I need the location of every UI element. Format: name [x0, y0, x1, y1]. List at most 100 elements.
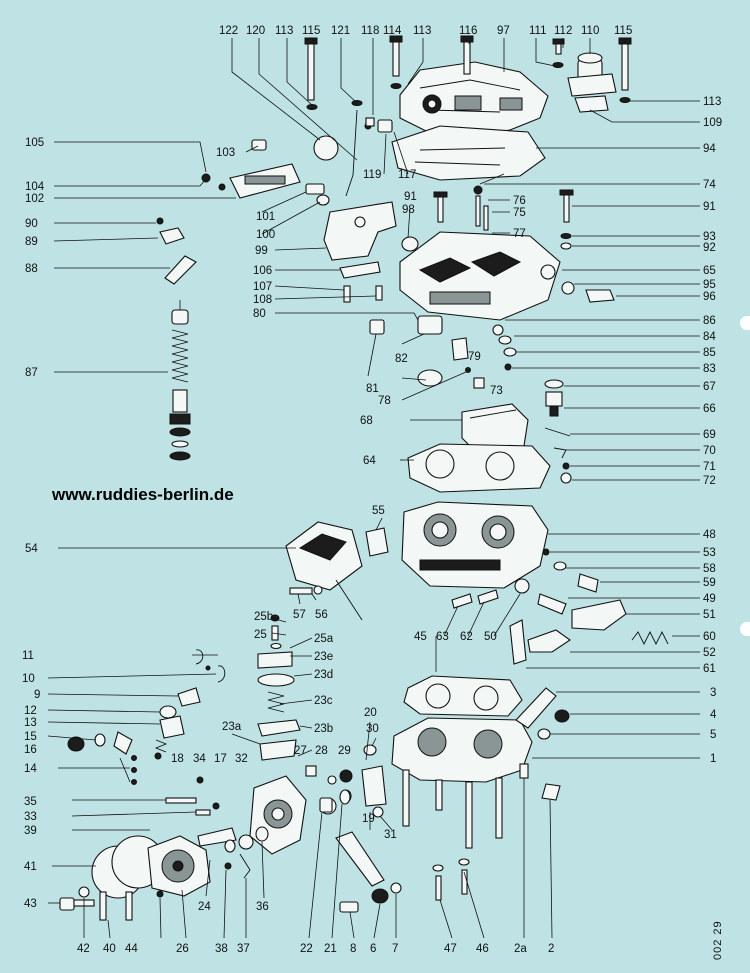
label-110: 110: [581, 25, 599, 37]
label-88: 88: [25, 263, 38, 275]
cap-120: [313, 135, 339, 161]
parts-9-12-13: [159, 687, 201, 739]
label-42: 42: [77, 943, 90, 955]
label-48: 48: [703, 529, 716, 541]
label-18: 18: [171, 753, 184, 765]
parts-49-53-58-59: [537, 548, 599, 615]
label-100: 100: [256, 229, 275, 241]
top-gasket-94: [391, 125, 546, 181]
label-22: 22: [300, 943, 313, 955]
label-89: 89: [25, 236, 38, 248]
label-116: 116: [459, 25, 477, 37]
label-117: 117: [398, 169, 416, 181]
label-51: 51: [703, 609, 716, 621]
label-12: 12: [24, 705, 37, 717]
throttle-body-1: [391, 717, 533, 849]
label-2a: 2a: [514, 943, 527, 955]
label-31: 31: [384, 829, 397, 841]
label-16: 16: [24, 744, 37, 756]
label-86: 86: [703, 315, 716, 327]
label-112: 112: [554, 25, 572, 37]
label-43: 43: [24, 898, 37, 910]
label-49: 49: [703, 593, 716, 605]
label-20: 20: [364, 707, 377, 719]
label-108: 108: [253, 294, 272, 306]
label-91: 91: [703, 201, 716, 213]
label-66: 66: [703, 403, 716, 415]
label-11: 11: [22, 650, 34, 662]
diaphragm-housing-54: [285, 521, 363, 621]
label-37: 37: [237, 943, 250, 955]
label-119: 119: [363, 169, 381, 181]
label-38: 38: [215, 943, 228, 955]
label-23e: 23e: [314, 651, 333, 663]
cover-plate-102: [201, 139, 301, 199]
pin-69-72: [544, 427, 572, 484]
accelerator-pump-87: [169, 300, 191, 461]
label-23a: 23a: [222, 721, 242, 733]
label-80: 80: [253, 308, 266, 320]
label-106: 106: [253, 265, 272, 277]
jet-assembly-80-82: [369, 315, 504, 389]
rod-121: [345, 109, 358, 197]
label-97: 97: [497, 25, 510, 37]
parts-19-20-30-31: [361, 744, 387, 818]
label-105: 105: [25, 137, 44, 149]
label-67: 67: [703, 381, 716, 393]
label-90: 90: [25, 218, 38, 230]
screws-91-93: [433, 185, 574, 250]
label-94: 94: [703, 143, 716, 155]
label-98: 98: [402, 204, 415, 216]
label-3: 3: [710, 687, 716, 699]
label-30: 30: [366, 723, 379, 735]
label-35: 35: [24, 796, 37, 808]
label-120: 120: [246, 25, 265, 37]
label-69: 69: [703, 429, 716, 441]
spring-60: [631, 630, 669, 646]
label-26: 26: [176, 943, 189, 955]
label-63: 63: [436, 631, 449, 643]
label-58: 58: [703, 563, 716, 575]
plug-96: [585, 289, 615, 303]
label-71: 71: [703, 461, 716, 473]
label-82: 82: [395, 353, 408, 365]
lever-89-90: [156, 217, 185, 245]
label-46: 46: [476, 943, 489, 955]
screws-33-34-35: [165, 776, 220, 816]
washer-98: [401, 236, 419, 252]
label-45: 45: [414, 631, 427, 643]
label-113: 113: [275, 25, 293, 37]
label-47: 47: [444, 943, 457, 955]
label-111: 111: [529, 25, 546, 37]
label-19: 19: [362, 813, 375, 825]
label-85: 85: [703, 347, 716, 359]
parts-21-22: [319, 789, 351, 813]
label-27: 27: [294, 745, 307, 757]
label-23b: 23b: [314, 723, 333, 735]
label-91b: 91: [404, 191, 417, 203]
label-39: 39: [24, 825, 37, 837]
label-61: 61: [703, 663, 716, 675]
label-9: 9: [34, 689, 40, 701]
studs-46-47: [432, 858, 470, 901]
label-29: 29: [338, 745, 351, 757]
label-65: 65: [703, 265, 716, 277]
label-41: 41: [24, 861, 37, 873]
label-56: 56: [315, 609, 328, 621]
label-50: 50: [484, 631, 497, 643]
clips-10-11: [195, 649, 226, 683]
drawing-number: 002 29: [712, 920, 724, 960]
small-parts-83-86: [498, 335, 517, 371]
label-23c: 23c: [314, 695, 333, 707]
label-24: 24: [198, 901, 211, 913]
label-14: 14: [24, 763, 37, 775]
label-102: 102: [25, 193, 44, 205]
label-87: 87: [25, 367, 38, 379]
label-7: 7: [392, 943, 398, 955]
label-113c: 113: [703, 96, 721, 108]
label-70: 70: [703, 445, 716, 457]
gasket-45: [403, 675, 523, 717]
page-edge-mark: [740, 622, 750, 636]
linkage-6-8: [335, 831, 402, 913]
pump-housing-32: [249, 775, 307, 855]
